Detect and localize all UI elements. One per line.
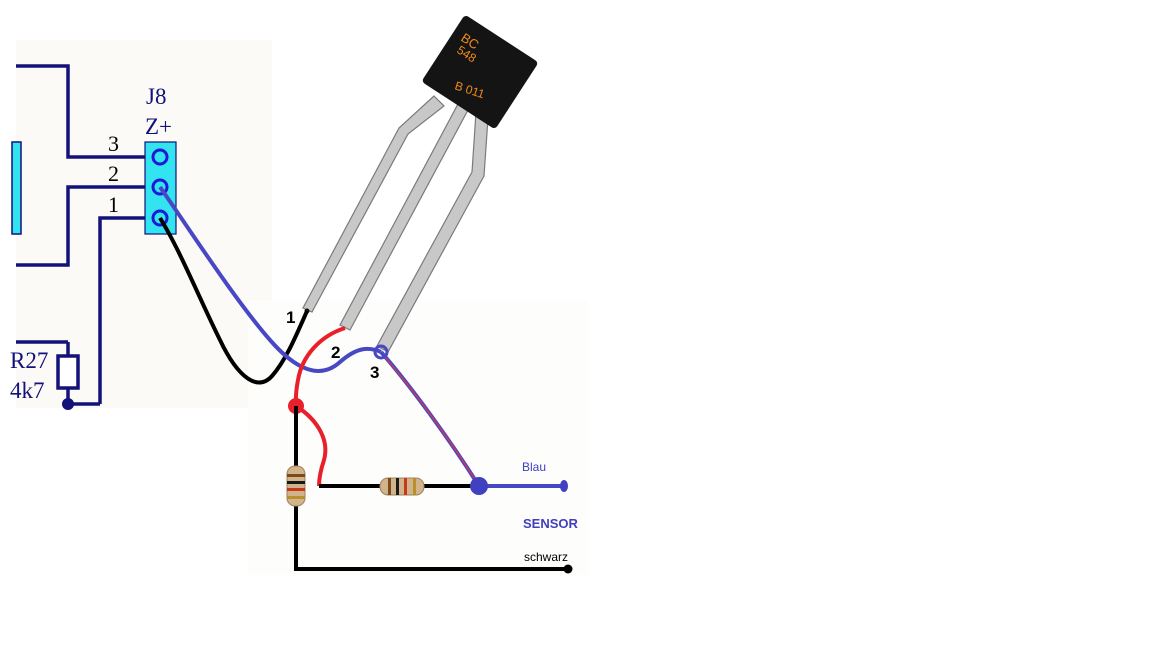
transistor-bc548	[422, 16, 538, 128]
black-wire-end	[563, 564, 573, 574]
transistor-legs	[302, 95, 489, 353]
r27-name: R27	[10, 348, 48, 373]
pin-label-1: 1	[108, 192, 119, 217]
band-2	[287, 481, 305, 484]
r27-value: 4k7	[10, 378, 45, 403]
resistor-vertical	[286, 465, 306, 507]
pin-label-3: 3	[108, 131, 119, 156]
band-1	[287, 474, 305, 477]
label-blau: Blau	[522, 460, 546, 474]
leg-label-3: 3	[370, 363, 379, 382]
trace-pin3	[16, 64, 148, 159]
band-h2	[396, 478, 399, 495]
junction-dot	[62, 398, 74, 410]
connector-subtitle: Z+	[145, 114, 172, 139]
wire-blue-j8	[158, 185, 382, 373]
leg-1	[302, 95, 445, 313]
trace-pin2	[16, 185, 148, 267]
schematic-panel	[16, 40, 272, 408]
trace-pin1	[98, 216, 148, 404]
leg3-junction	[373, 344, 389, 360]
ic-block-edge	[11, 141, 22, 235]
wire-black-j8	[158, 216, 309, 385]
resistor-horizontal	[379, 477, 425, 496]
blue-junction	[470, 477, 488, 495]
band-h3	[404, 478, 407, 495]
transistor-body	[422, 16, 538, 128]
band-h1	[388, 478, 391, 495]
resistor-horizontal-body	[379, 477, 425, 496]
leg-label-1: 1	[286, 308, 295, 327]
wire-red-branch	[294, 404, 328, 487]
r27-symbol	[56, 354, 80, 390]
pin-1-pad	[151, 209, 169, 227]
pin-label-2: 2	[108, 161, 119, 186]
resistor-vertical-body	[286, 465, 306, 507]
blue-wire-end	[560, 480, 568, 492]
label-schwarz: schwarz	[524, 550, 568, 564]
band-3	[287, 488, 305, 491]
pin-3-pad	[151, 148, 169, 166]
wire-red-overlay	[383, 355, 477, 482]
assembly-panel	[248, 300, 588, 575]
connector-name: J8	[146, 84, 166, 109]
pin-2-pad	[151, 178, 169, 196]
pcb-traces	[16, 64, 148, 406]
band-4	[287, 496, 305, 499]
leg-label-2: 2	[331, 343, 340, 362]
label-sensor: SENSOR	[523, 516, 579, 531]
band-h4	[413, 478, 416, 495]
